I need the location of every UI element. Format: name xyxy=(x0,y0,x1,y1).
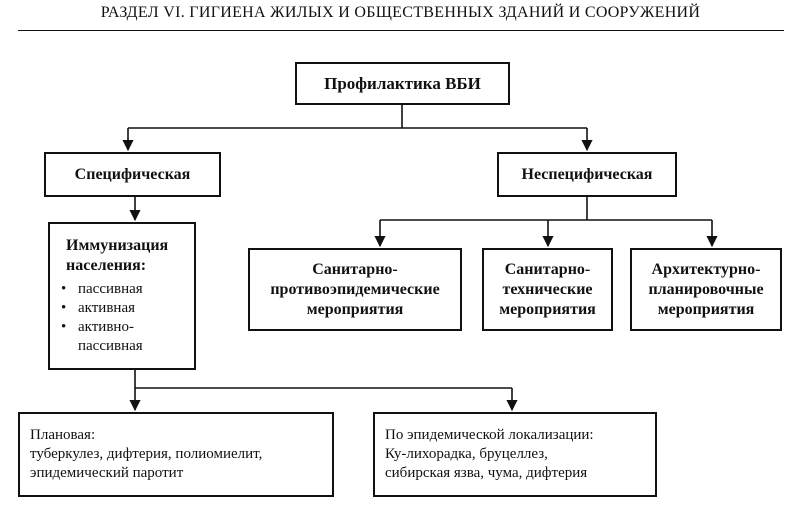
measure-box-architectural: Архитектурно- планировочные мероприятия xyxy=(630,248,782,331)
planned-box: Плановая: туберкулез, дифтерия, полиомие… xyxy=(18,412,334,497)
section-header: РАЗДЕЛ VI. ГИГИЕНА ЖИЛЫХ И ОБЩЕСТВЕННЫХ … xyxy=(100,4,701,21)
measure-label-line: Санитарно- xyxy=(504,260,591,278)
immunization-item-label: пассивная xyxy=(78,281,143,297)
epidemic-box: По эпидемической локализации: Ку-лихорад… xyxy=(373,412,657,497)
immunization-item-label: активно- xyxy=(78,319,134,335)
measure-label-line: планировочные xyxy=(648,280,764,298)
epidemic-line: Ку-лихорадка, бруцеллез, xyxy=(385,446,548,462)
header-rule xyxy=(18,30,784,31)
measure-label-line: противоэпидемические xyxy=(270,280,440,298)
bullet-icon: • xyxy=(61,319,67,335)
specific-box: Специфическая xyxy=(44,152,221,197)
immunization-box: Иммунизация населения: • пассивная • актив… xyxy=(48,222,196,370)
measure-box-sanitary-technical: Санитарно- технические мероприятия xyxy=(482,248,613,331)
immunization-item-label: активная xyxy=(78,300,135,316)
immunization-item: • активно- xyxy=(61,318,194,337)
measure-box-sanitary-epidemic: Санитарно- противоэпидемические мероприя… xyxy=(248,248,462,331)
measure-label-line: мероприятия xyxy=(499,300,596,318)
immunization-item: • активная xyxy=(61,299,194,318)
planned-title: Плановая: xyxy=(30,427,96,443)
measure-label-line: Санитарно- xyxy=(312,260,398,278)
measure-label-line: мероприятия xyxy=(306,300,404,318)
root-box: Профилактика ВБИ xyxy=(295,62,510,105)
immunization-item-label: пассивная xyxy=(78,338,143,354)
nonspecific-label: Неспецифическая xyxy=(521,165,653,183)
nonspecific-box: Неспецифическая xyxy=(497,152,677,197)
bullet-icon: • xyxy=(61,300,67,316)
planned-line: эпидемический паротит xyxy=(30,465,184,481)
epidemic-title: По эпидемической локализации: xyxy=(385,427,594,443)
immunization-item: • пассивная xyxy=(61,280,194,299)
measure-label-line: технические xyxy=(502,280,593,298)
measure-label-line: Архитектурно- xyxy=(651,260,761,278)
immunization-title-line2: населения: xyxy=(66,257,147,274)
specific-label: Специфическая xyxy=(74,165,191,183)
measure-label-line: мероприятия xyxy=(657,300,755,318)
immunization-item-continuation: пассивная xyxy=(78,337,194,356)
epidemic-line: сибирская язва, чума, дифтерия xyxy=(385,465,588,481)
root-label: Профилактика ВБИ xyxy=(324,73,481,93)
planned-line: туберкулез, дифтерия, полиомиелит, xyxy=(30,446,263,462)
bullet-icon: • xyxy=(61,281,67,297)
immunization-title-line1: Иммунизация xyxy=(66,237,169,254)
